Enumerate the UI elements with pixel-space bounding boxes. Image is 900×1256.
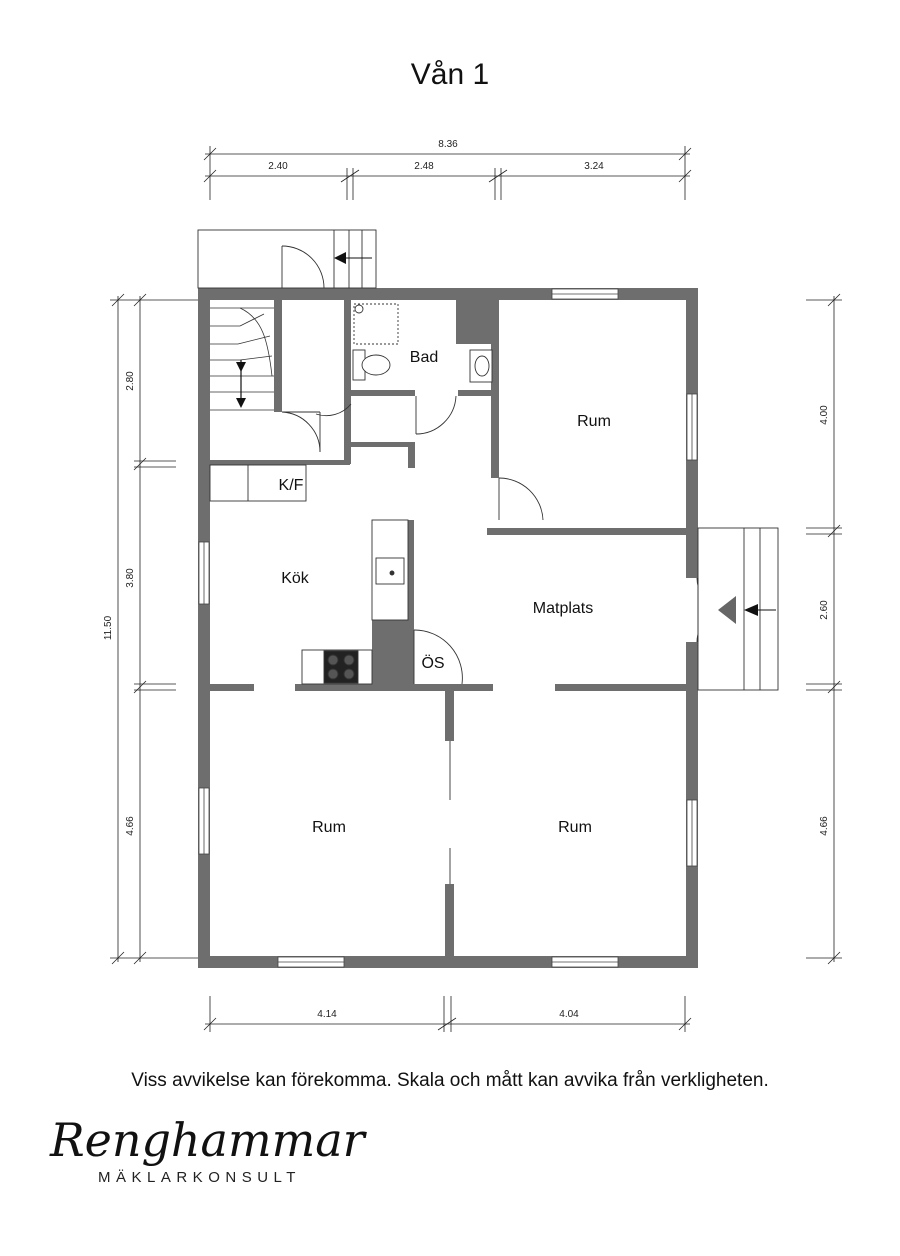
- dim-left-total: 11.50: [103, 615, 114, 640]
- dim-right-2: 2.60: [819, 600, 830, 620]
- room-label-matplats: Matplats: [533, 600, 593, 617]
- bathroom-fixtures: [352, 303, 493, 383]
- staircase: [210, 307, 274, 411]
- page-title: Vån 1: [410, 58, 490, 91]
- brand-logo: Renghammar MÄKLARKONSULT: [49, 1113, 368, 1186]
- dim-top-1: 2.40: [268, 161, 288, 172]
- walls: [198, 288, 698, 968]
- shower-icon: [354, 304, 364, 314]
- entrance-right: [697, 527, 779, 691]
- entry-arrow-icon: [718, 596, 736, 624]
- dim-right-3: 4.66: [819, 816, 830, 836]
- dim-right-1: 4.00: [819, 405, 830, 425]
- windows: [198, 288, 698, 968]
- disclaimer-text: Viss avvikelse kan förekomma. Skala och …: [131, 1070, 769, 1091]
- dim-bottom-1: 4.14: [317, 1009, 337, 1020]
- dim-bottom-2: 4.04: [559, 1009, 579, 1020]
- room-label-rum-top-right: Rum: [577, 413, 611, 430]
- dim-left-3: 4.66: [125, 816, 136, 836]
- brand-name: Renghammar: [49, 1113, 368, 1167]
- room-label-kok: Kök: [281, 570, 310, 587]
- dim-left-1: 2.80: [125, 371, 136, 391]
- room-label-rum-bottom-right: Rum: [558, 819, 592, 836]
- brand-subtitle: MÄKLARKONSULT: [98, 1169, 301, 1186]
- dim-top-3: 3.24: [584, 161, 604, 172]
- stair-arrow-icon: [236, 362, 246, 372]
- arrow-icon: [334, 252, 346, 264]
- room-label-kf: K/F: [279, 477, 304, 494]
- dim-left-2: 3.80: [125, 568, 136, 588]
- dimension-lines: [110, 146, 842, 1032]
- entrance-top: [197, 229, 377, 289]
- dim-top-total: 8.36: [438, 139, 458, 150]
- doors: [281, 395, 719, 884]
- room-label-bad: Bad: [410, 349, 438, 366]
- room-label-rum-bottom-left: Rum: [312, 819, 346, 836]
- room-label-os: ÖS: [421, 654, 444, 672]
- kitchen-fixtures: [209, 464, 409, 685]
- dim-top-2: 2.48: [414, 161, 434, 172]
